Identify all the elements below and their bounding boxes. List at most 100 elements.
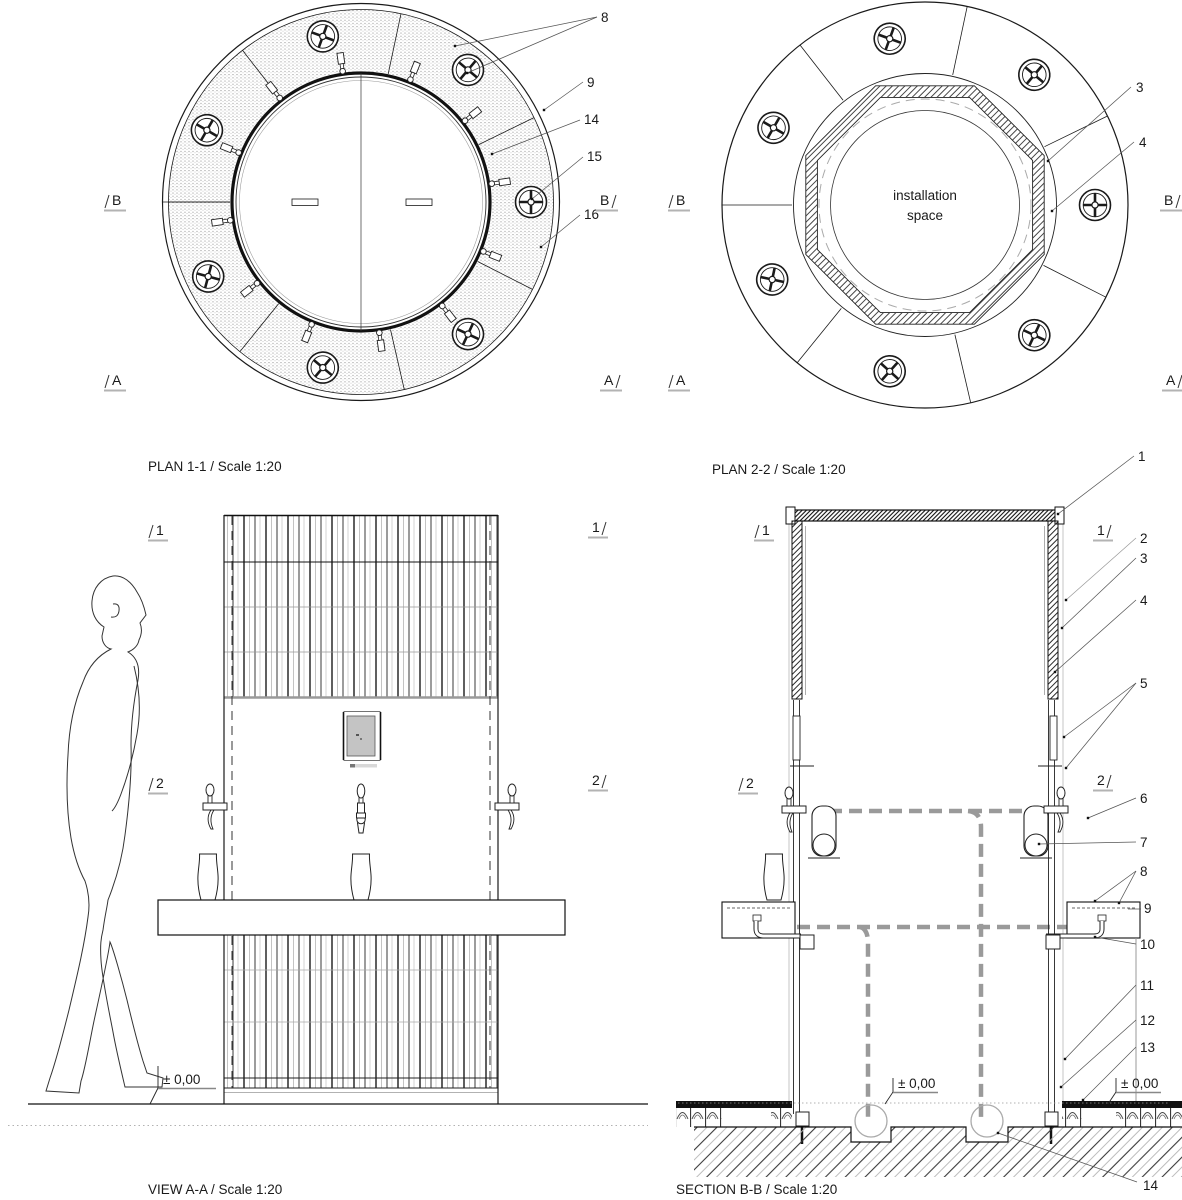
underground-pipe-left (854, 1104, 888, 1138)
installation-space-label-line2: space (907, 208, 943, 223)
plan-1-1-view: 8 9 14 15 16 B B A A PLAN 1-1 / Scale 1:… (104, 2, 622, 474)
callout-label: 9 (1144, 901, 1152, 916)
beer-glass (763, 853, 785, 901)
right-wall-insulated (1047, 520, 1059, 700)
callout-label: 1 (1138, 449, 1146, 464)
kiosk-upper-slat-band (224, 515, 498, 698)
section-marker-label: 1 (762, 522, 770, 538)
left-mullion (792, 715, 801, 761)
section-marker-label: 1 (592, 519, 600, 535)
section-callout-labels: 1 2 3 4 5 6 7 8 9 10 11 12 13 14 (1138, 449, 1159, 1193)
view-title: VIEW A-A / Scale 1:20 (148, 1182, 282, 1197)
level-label: ± 0,00 (163, 1072, 200, 1087)
section-marker-label: B (600, 192, 609, 208)
plan2-lining-circle (793, 73, 1057, 337)
callout-label: 5 (1140, 676, 1148, 691)
pavement (676, 1101, 1182, 1127)
callout-label: 8 (601, 10, 609, 25)
trench-right (966, 1126, 1008, 1142)
plan2-radial-joints (722, 6, 1108, 403)
beer-tap-center (356, 783, 366, 834)
plan-2-2-view: installation space 3 4 B B A A PLAN 2-2 … (668, 1, 1182, 477)
section-marker-label: 2 (156, 775, 164, 791)
section-markers: 1 1 2 2 (738, 522, 1113, 795)
beer-glass (350, 853, 372, 901)
callout-label: 2 (1140, 531, 1148, 546)
level-label: ± 0,00 (898, 1076, 935, 1091)
piping-dashed (757, 808, 1096, 1118)
person-silhouette (45, 575, 164, 1094)
plan1-hatched-ring (168, 9, 554, 395)
plan2-section-markers: B B A A (668, 192, 1182, 392)
wall-foot-right (1044, 1111, 1059, 1127)
section-callout-leaders (996, 455, 1141, 1183)
section-marker-label: B (112, 192, 121, 208)
view-title: PLAN 1-1 / Scale 1:20 (148, 459, 282, 474)
level-marker-inner: ± 0,00 (884, 1076, 938, 1105)
callout-label: 4 (1140, 593, 1148, 608)
callout-label: 3 (1140, 551, 1148, 566)
callout-label: 13 (1140, 1040, 1155, 1055)
section-marker-label: A (1166, 372, 1176, 388)
callout-label: 15 (587, 149, 602, 164)
plan1-callouts: 8 9 14 15 16 (453, 10, 609, 249)
trench-left (851, 1126, 891, 1142)
callout-label: 6 (1140, 791, 1148, 806)
underground-pipe-right (970, 1104, 1004, 1138)
section-marker-label: A (112, 372, 122, 388)
callout-label: 9 (587, 75, 595, 90)
plan2-installation-space-circle (830, 110, 1020, 300)
section-marker-label: 2 (746, 775, 754, 791)
valve-handwheel-icon (1078, 188, 1112, 222)
level-marker: ± 0,00 (149, 1066, 216, 1105)
section-marker-label: 2 (592, 772, 600, 788)
section-marker-label: 2 (1097, 772, 1105, 788)
section-marker-label: 1 (1097, 522, 1105, 538)
panel-nameplate (350, 764, 377, 768)
viewaa-section-markers: 1 1 2 2 (148, 519, 608, 795)
subgrade-hatch (694, 1127, 1182, 1177)
view-a-a: ± 0,00 1 1 2 2 VIEW A-A / Scale 1:20 (8, 514, 648, 1197)
roof-slab (787, 509, 1063, 522)
keg-right (1020, 805, 1052, 859)
counter-left-section (721, 853, 801, 939)
display-panel (342, 711, 382, 768)
callout-label: 12 (1140, 1013, 1155, 1028)
wall-foot-left (795, 1111, 810, 1127)
level-label: ± 0,00 (1121, 1076, 1158, 1091)
plan1-section-markers: B B A A (104, 192, 622, 392)
section-marker-label: A (676, 372, 686, 388)
view-title: PLAN 2-2 / Scale 1:20 (712, 462, 846, 477)
pipe-clamp-right (1045, 934, 1061, 950)
beer-glass (197, 853, 219, 901)
view-title: SECTION B-B / Scale 1:20 (676, 1182, 837, 1197)
plan2-dashed-circle (818, 98, 1032, 312)
callout-label: 8 (1140, 864, 1148, 879)
plan1-fixture-right (405, 198, 433, 206)
callout-label: 3 (1136, 80, 1144, 95)
plan1-fixture-left (291, 198, 319, 206)
installation-space-label-line1: installation (893, 188, 957, 203)
section-marker-label: A (604, 372, 614, 388)
counter-ring (157, 899, 566, 936)
right-mullion (1049, 715, 1058, 761)
callout-label: 10 (1140, 937, 1155, 952)
pipe-clamp-left (799, 934, 815, 950)
callout-label: 14 (1143, 1178, 1159, 1193)
section-marker-label: 1 (156, 522, 164, 538)
plan2-callouts: 3 4 (1046, 80, 1147, 213)
section-marker-label: B (676, 192, 685, 208)
callout-label: 16 (584, 207, 599, 222)
subgrade-top-line (694, 1126, 1182, 1143)
left-wall-insulated (791, 520, 803, 700)
section-marker-label: B (1164, 192, 1173, 208)
section-b-b: ± 0,00 ± 0,00 1 1 2 2 (676, 449, 1182, 1197)
kiosk-lower-slat-band (224, 935, 498, 1088)
callout-label: 4 (1139, 135, 1147, 150)
callout-label: 14 (584, 112, 600, 127)
plan2-insulation-octagon (805, 85, 1045, 325)
callout-label: 11 (1140, 978, 1154, 993)
keg-left (808, 805, 840, 859)
